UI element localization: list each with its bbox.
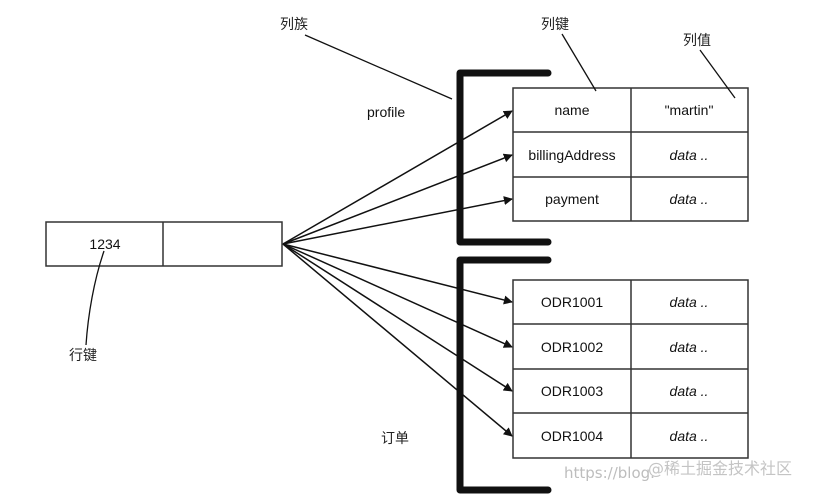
watermark-url: https://blog. [564, 464, 655, 482]
column-family-callout-line [304, 34, 453, 100]
profile-value-payment: data .. [670, 191, 709, 207]
fanout-arrows [282, 110, 513, 437]
row-key-value: 1234 [89, 236, 120, 252]
orders-family-bracket [456, 256, 552, 494]
arrow-to-odr1002 [282, 243, 513, 348]
profile-key-payment: payment [545, 191, 599, 207]
arrow-to-billing-address [282, 153, 513, 245]
arrow-to-name [282, 110, 513, 245]
row-key-box: 1234 [45, 221, 283, 267]
column-key-label: 列键 [541, 17, 569, 33]
profile-value-name: "martin" [665, 102, 714, 118]
column-value-callout-line [699, 49, 736, 99]
row-key-box-outline [45, 221, 283, 267]
column-key-callout-line [561, 33, 597, 92]
profile-key-billing-address: billingAddress [528, 147, 615, 163]
profile-key-name: name [554, 102, 589, 118]
profile-value-billing-address: data .. [670, 147, 709, 163]
row-key-label: 行键 [69, 348, 97, 364]
order-key-2: ODR1002 [541, 339, 603, 355]
profile-family-bracket [456, 69, 552, 246]
watermark-brand: @稀土掘金技术社区 [648, 459, 792, 478]
order-key-4: ODR1004 [541, 428, 603, 444]
order-value-2: data .. [670, 339, 709, 355]
order-key-3: ODR1003 [541, 383, 603, 399]
profile-family-label: profile [367, 104, 405, 120]
column-value-label: 列值 [683, 33, 711, 49]
order-key-1: ODR1001 [541, 294, 603, 310]
arrow-to-odr1001 [282, 243, 513, 305]
order-value-4: data .. [670, 428, 709, 444]
orders-family-label: 订单 [381, 431, 409, 447]
profile-table: name "martin" billingAddress data .. pay… [512, 87, 749, 222]
orders-table: ODR1001 data .. ODR1002 data .. ODR1003 … [512, 279, 749, 459]
arrow-to-payment [282, 196, 513, 245]
arrow-to-odr1003 [282, 243, 513, 392]
order-value-1: data .. [670, 294, 709, 310]
arrow-to-odr1004 [282, 243, 513, 437]
column-family-label: 列族 [280, 17, 308, 33]
row-key-callout-line [85, 250, 105, 346]
order-value-3: data .. [670, 383, 709, 399]
